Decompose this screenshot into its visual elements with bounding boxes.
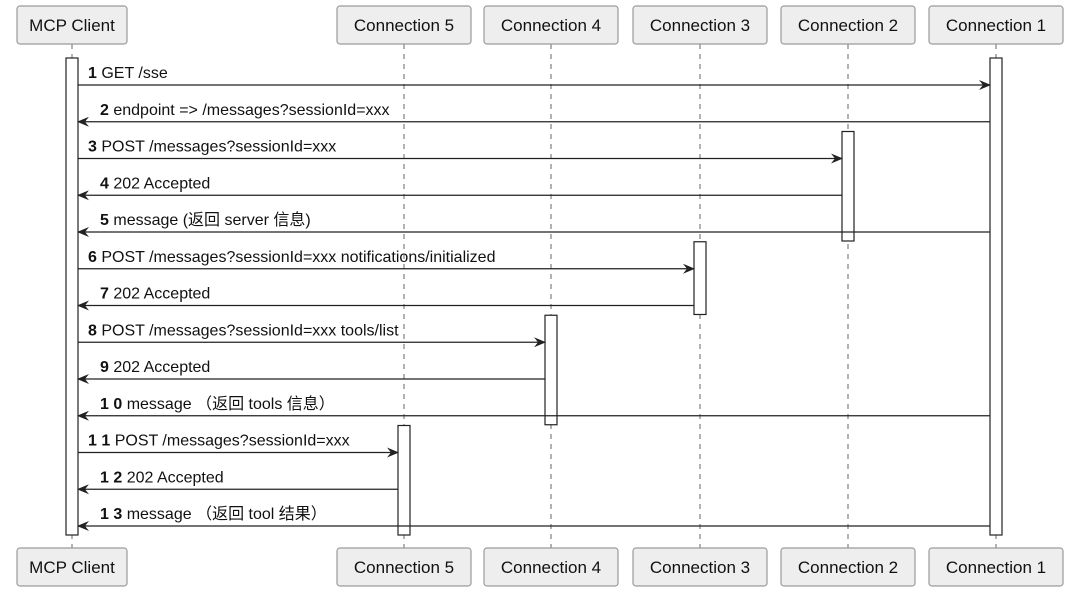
activation-bar-c2 xyxy=(841,130,855,242)
message-4: 4 202 Accepted xyxy=(77,175,842,201)
participant-box xyxy=(16,547,128,587)
message-9: 9 202 Accepted xyxy=(77,359,545,384)
message-label: 7 202 Accepted xyxy=(100,286,210,303)
message-3: 3 POST /messages?sessionId=xxx xyxy=(78,139,843,164)
message-number: 4 xyxy=(100,175,109,192)
participant-box xyxy=(336,547,472,587)
message-number: 3 xyxy=(88,139,97,156)
participant-label: Connection 1 xyxy=(946,558,1046,577)
message-text: 202 Accepted xyxy=(127,469,224,486)
participant-c1-bottom: Connection 1 xyxy=(928,547,1064,587)
message-1: 1 GET /sse xyxy=(78,65,991,90)
participant-label: MCP Client xyxy=(29,558,115,577)
message-text: POST /messages?sessionId=xxx xyxy=(101,139,336,156)
message-label: 1 2 202 Accepted xyxy=(100,469,224,486)
message-text: 202 Accepted xyxy=(113,286,210,303)
participant-box xyxy=(780,547,916,587)
participant-label: Connection 3 xyxy=(650,16,750,35)
message-text: 202 Accepted xyxy=(113,175,210,192)
message-label: 5 message (返回 server 信息) xyxy=(100,211,311,229)
message-5: 5 message (返回 server 信息) xyxy=(77,211,990,237)
participant-client-bottom: MCP Client xyxy=(16,547,128,587)
participant-c3-bottom: Connection 3 xyxy=(632,547,768,587)
message-number: 1 0 xyxy=(100,396,122,413)
message-text: message （返回 tool 结果） xyxy=(127,505,327,523)
activation-bar-c5 xyxy=(397,424,411,536)
message-label: 3 POST /messages?sessionId=xxx xyxy=(88,139,336,156)
participant-label: Connection 5 xyxy=(354,558,454,577)
participant-label: Connection 2 xyxy=(798,558,898,577)
participant-c2-top: Connection 2 xyxy=(780,5,916,45)
message-13: 1 3 message （返回 tool 结果） xyxy=(77,505,990,531)
message-text: POST /messages?sessionId=xxx xyxy=(115,433,350,450)
participant-c1-top: Connection 1 xyxy=(928,5,1064,45)
participant-label: Connection 2 xyxy=(798,16,898,35)
participant-c3-top: Connection 3 xyxy=(632,5,768,45)
message-label: 1 1 POST /messages?sessionId=xxx xyxy=(88,433,350,450)
activation-bar-client xyxy=(65,57,79,536)
message-text: 202 Accepted xyxy=(113,359,210,376)
message-7: 7 202 Accepted xyxy=(77,286,694,311)
participant-box xyxy=(928,547,1064,587)
participant-label: Connection 3 xyxy=(650,558,750,577)
message-number: 6 xyxy=(88,249,97,266)
participant-box xyxy=(16,5,128,45)
participant-label: Connection 5 xyxy=(354,16,454,35)
message-text: endpoint => /messages?sessionId=xxx xyxy=(113,102,389,119)
message-6: 6 POST /messages?sessionId=xxx notificat… xyxy=(78,249,695,274)
message-number: 7 xyxy=(100,286,109,303)
message-label: 1 3 message （返回 tool 结果） xyxy=(100,505,327,523)
message-label: 1 GET /sse xyxy=(88,65,168,82)
message-10: 1 0 message （返回 tools 信息） xyxy=(77,395,990,421)
participant-box xyxy=(336,5,472,45)
message-label: 9 202 Accepted xyxy=(100,359,210,376)
participant-label: Connection 4 xyxy=(501,558,601,577)
message-label: 4 202 Accepted xyxy=(100,175,210,192)
message-text: message （返回 tools 信息） xyxy=(127,395,335,413)
participant-box xyxy=(483,5,619,45)
message-number: 1 1 xyxy=(88,433,110,450)
message-text: POST /messages?sessionId=xxx tools/list xyxy=(101,322,399,339)
message-number: 5 xyxy=(100,212,109,229)
participant-c2-bottom: Connection 2 xyxy=(780,547,916,587)
participant-c4-bottom: Connection 4 xyxy=(483,547,619,587)
participant-c4-top: Connection 4 xyxy=(483,5,619,45)
message-label: 8 POST /messages?sessionId=xxx tools/lis… xyxy=(88,322,399,339)
message-number: 1 3 xyxy=(100,506,122,523)
message-label: 2 endpoint => /messages?sessionId=xxx xyxy=(100,102,390,119)
participant-box xyxy=(632,547,768,587)
message-number: 9 xyxy=(100,359,109,376)
participant-box xyxy=(483,547,619,587)
activation-bars xyxy=(65,57,1003,536)
message-11: 1 1 POST /messages?sessionId=xxx xyxy=(78,433,399,458)
message-number: 1 xyxy=(88,65,97,82)
message-label: 6 POST /messages?sessionId=xxx notificat… xyxy=(88,249,495,266)
message-text: GET /sse xyxy=(101,65,167,82)
activation-bar-c1 xyxy=(989,57,1003,536)
activation-bar-c4 xyxy=(544,314,558,426)
message-2: 2 endpoint => /messages?sessionId=xxx xyxy=(77,102,990,127)
participant-box xyxy=(928,5,1064,45)
participant-label: Connection 1 xyxy=(946,16,1046,35)
messages: 1 GET /sse 2 endpoint => /messages?sessio… xyxy=(77,65,991,531)
participant-label: MCP Client xyxy=(29,16,115,35)
message-text: POST /messages?sessionId=xxx notificatio… xyxy=(101,249,495,266)
message-number: 8 xyxy=(88,322,97,339)
activation-bar-c3 xyxy=(693,241,707,316)
message-label: 1 0 message （返回 tools 信息） xyxy=(100,395,335,413)
participant-client-top: MCP Client xyxy=(16,5,128,45)
message-8: 8 POST /messages?sessionId=xxx tools/lis… xyxy=(78,322,546,348)
message-number: 1 2 xyxy=(100,469,122,486)
participant-box xyxy=(632,5,768,45)
participant-label: Connection 4 xyxy=(501,16,601,35)
participant-c5-bottom: Connection 5 xyxy=(336,547,472,587)
participant-box xyxy=(780,5,916,45)
message-number: 2 xyxy=(100,102,109,119)
participant-c5-top: Connection 5 xyxy=(336,5,472,45)
message-text: message (返回 server 信息) xyxy=(113,211,310,229)
message-12: 1 2 202 Accepted xyxy=(77,469,398,495)
